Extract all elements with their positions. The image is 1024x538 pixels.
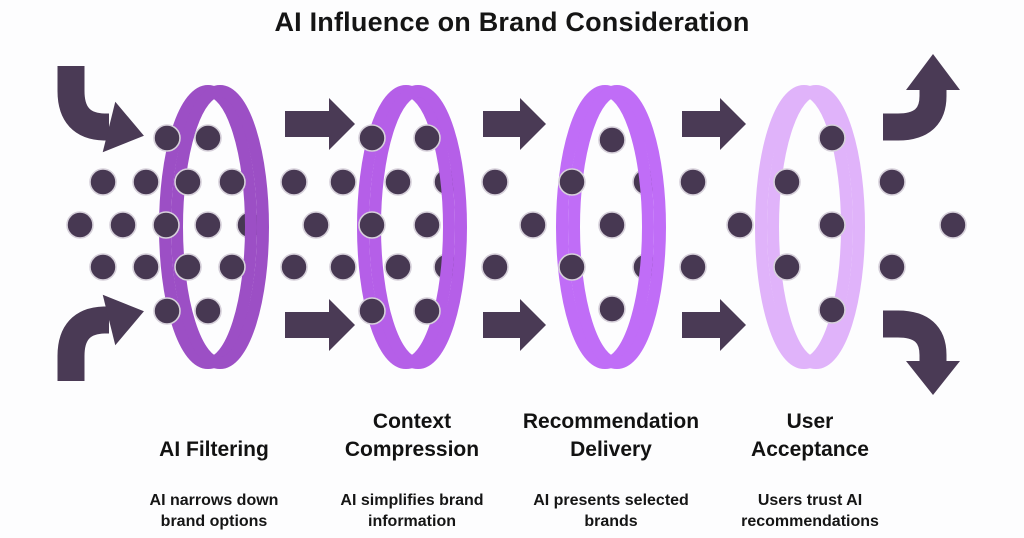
brand-dot xyxy=(153,297,181,325)
funnel-ring-4 xyxy=(767,85,865,369)
brand-dot xyxy=(358,124,386,152)
stage-title: Recommendation Delivery xyxy=(522,410,700,462)
stage-label-ai-filtering: AI Filtering AI narrows down brand optio… xyxy=(102,398,326,533)
brand-dot xyxy=(726,211,754,239)
brand-dot xyxy=(329,253,357,281)
brand-dot xyxy=(413,211,441,239)
brand-dot xyxy=(818,296,846,324)
flow-arrow-right xyxy=(483,98,546,150)
flow-arrow-inlet-bottom xyxy=(57,306,109,381)
brand-dot xyxy=(280,168,308,196)
brand-dot xyxy=(174,168,202,196)
brand-dot xyxy=(939,211,967,239)
brand-dot xyxy=(109,211,137,239)
stage-title: AI Filtering xyxy=(159,438,269,462)
brand-dot xyxy=(89,253,117,281)
brand-dot xyxy=(194,211,222,239)
stage-title: User Acceptance xyxy=(751,410,869,462)
brand-dot xyxy=(302,211,330,239)
flow-arrowhead-inlet-bottom xyxy=(102,294,144,346)
stage-description: AI presents selected brands xyxy=(533,492,689,530)
stage-label-context-compression: Context Compression AI simplifies brand … xyxy=(300,398,524,533)
brand-dot xyxy=(598,295,626,323)
brand-dot xyxy=(818,124,846,152)
flow-arrow-right xyxy=(682,299,746,351)
brand-dot xyxy=(218,253,246,281)
stage-label-recommendation-delivery: Recommendation Delivery AI presents sele… xyxy=(499,398,723,533)
brand-dot xyxy=(519,211,547,239)
stage-description: AI narrows down brand options xyxy=(149,492,279,530)
brand-dot xyxy=(558,168,586,196)
brand-dot xyxy=(384,253,412,281)
brand-dot xyxy=(132,168,160,196)
brand-dot xyxy=(679,253,707,281)
flow-arrow-right xyxy=(682,98,746,150)
brand-dot xyxy=(598,126,626,154)
brand-dot xyxy=(358,211,386,239)
brand-dot xyxy=(413,297,441,325)
funnel-ring-3 xyxy=(568,85,666,369)
brand-dot xyxy=(153,124,181,152)
brand-dot xyxy=(358,297,386,325)
flow-arrowhead-outlet-bottom xyxy=(906,361,960,395)
stage-label-user-acceptance: User Acceptance Users trust AI recommend… xyxy=(698,398,922,533)
brand-dot xyxy=(598,211,626,239)
brand-dot xyxy=(481,168,509,196)
brand-dot xyxy=(194,124,222,152)
brand-dot xyxy=(878,253,906,281)
brand-dot xyxy=(481,253,509,281)
brand-dot xyxy=(558,253,586,281)
brand-dot xyxy=(818,211,846,239)
flow-arrow-outlet-top xyxy=(883,89,947,141)
page-title: AI Influence on Brand Consideration xyxy=(274,7,750,37)
stage-description: Users trust AI recommendations xyxy=(741,492,879,530)
stage-title: Context Compression xyxy=(344,410,480,462)
brand-dot xyxy=(89,168,117,196)
brand-dot xyxy=(218,168,246,196)
stage-description: AI simplifies brand information xyxy=(340,492,484,530)
brand-dot xyxy=(384,168,412,196)
brand-dot xyxy=(413,124,441,152)
flow-arrow-right xyxy=(483,299,546,351)
flow-arrow-outlet-bottom xyxy=(883,310,947,362)
brand-dot xyxy=(174,253,202,281)
flow-arrowhead-outlet-top xyxy=(906,54,960,90)
flow-arrow-inlet-top xyxy=(57,66,109,141)
brand-dot xyxy=(280,253,308,281)
brand-dot xyxy=(773,253,801,281)
brand-dot xyxy=(679,168,707,196)
brand-dot xyxy=(66,211,94,239)
brand-dot xyxy=(132,253,160,281)
brand-dot xyxy=(194,297,222,325)
flow-arrow-right xyxy=(285,98,355,150)
flow-arrow-right xyxy=(285,299,355,351)
flow-arrowhead-inlet-top xyxy=(102,101,144,153)
brand-dot xyxy=(878,168,906,196)
brand-dot xyxy=(152,211,180,239)
brand-dot xyxy=(329,168,357,196)
brand-dot xyxy=(773,168,801,196)
